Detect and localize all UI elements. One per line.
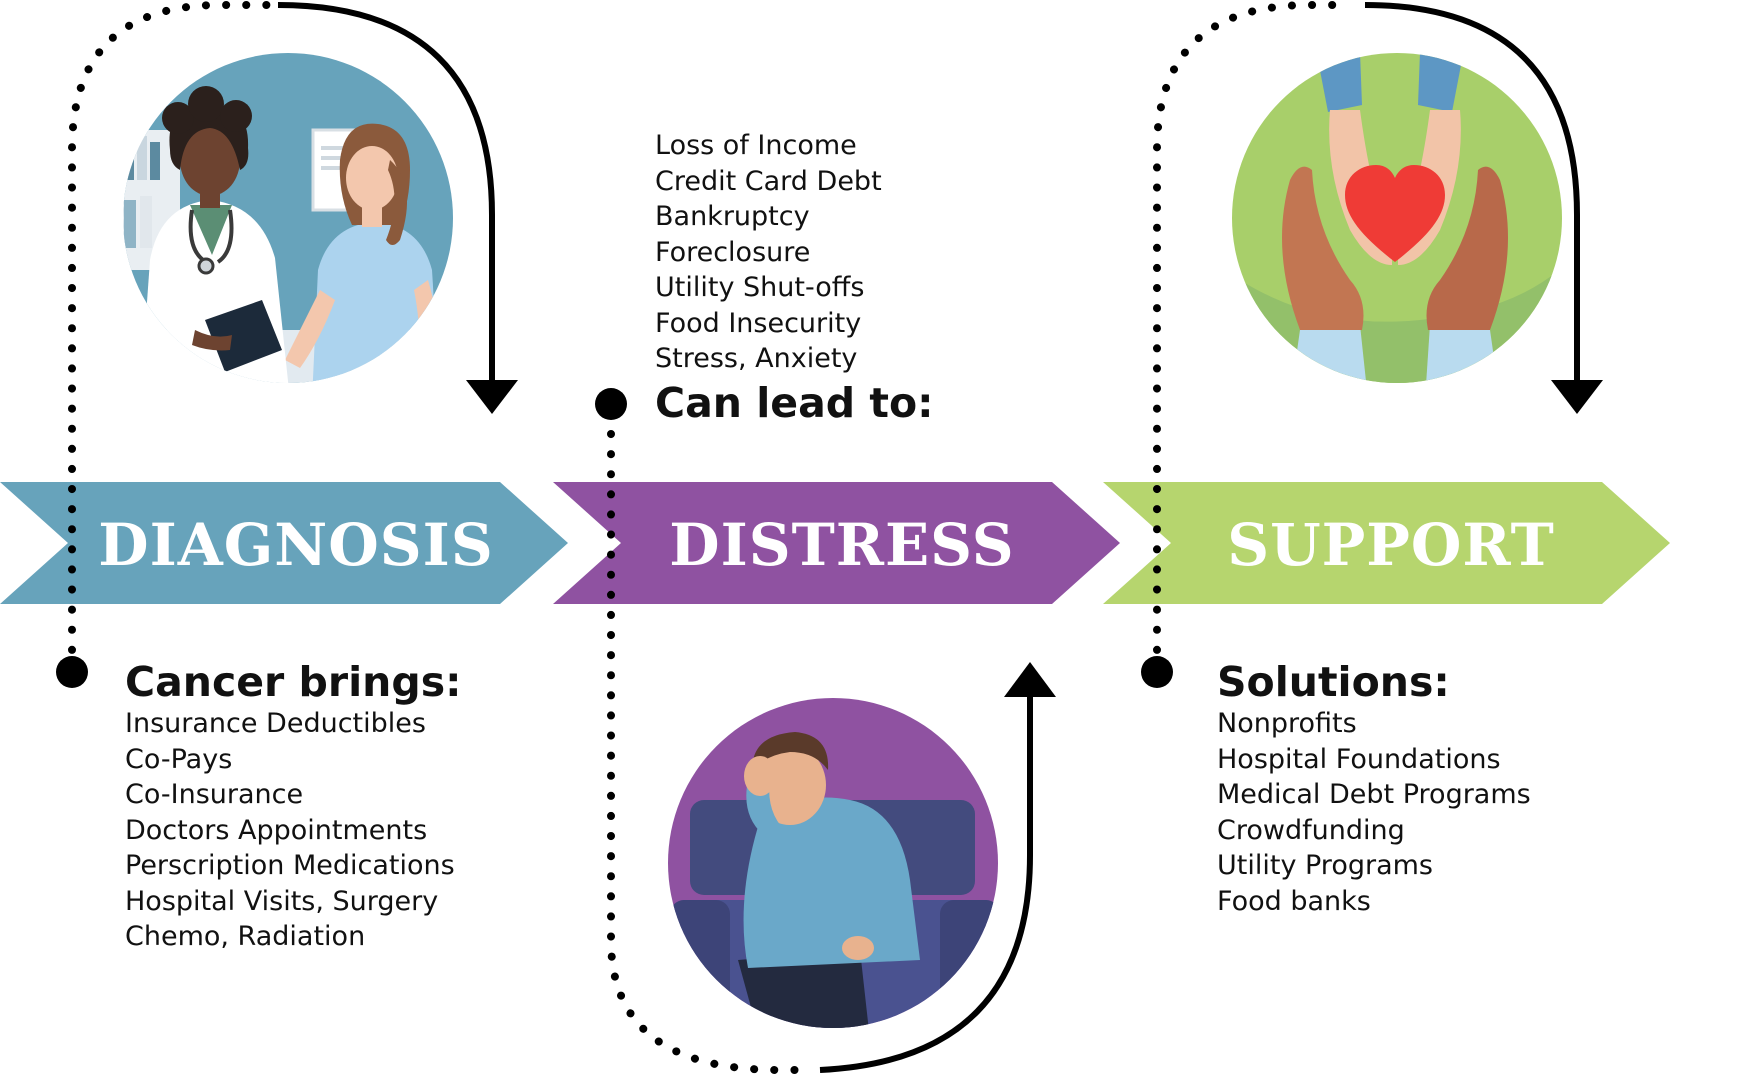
effects-heading: Can lead to: — [655, 378, 934, 427]
support-label: SUPPORT — [1227, 511, 1555, 579]
connector-diagnosis — [56, 1, 518, 688]
diagnosis-chevron — [0, 482, 568, 604]
cause-item: Insurance Deductibles — [125, 708, 426, 739]
connector-support — [1141, 1, 1603, 688]
effects-list: Loss of Income Credit Card Debt Bankrupt… — [655, 128, 934, 377]
effect-item: Bankruptcy — [655, 201, 810, 232]
solutions-block: Solutions: Nonprofits Hospital Foundatio… — [1217, 658, 1531, 919]
stage-banner-diagnosis: DIAGNOSIS — [0, 482, 568, 604]
distress-chevron — [553, 482, 1120, 604]
cause-item: Co-Insurance — [125, 779, 304, 810]
stage-banner-support: SUPPORT — [1103, 482, 1670, 604]
cause-item: Chemo, Radiation — [125, 921, 366, 952]
connector-start-dot-support — [1141, 656, 1173, 688]
effect-item: Loss of Income — [655, 130, 857, 161]
stage-banner-distress: DISTRESS — [553, 482, 1120, 604]
hands-heart-illustration — [1232, 53, 1562, 383]
effect-item: Credit Card Debt — [655, 165, 882, 197]
dotted-connector-diagnosis — [68, 1, 274, 674]
solution-item: Utility Programs — [1217, 850, 1433, 881]
solution-item: Hospital Foundations — [1217, 743, 1501, 775]
effect-item: Utility Shut-offs — [655, 272, 865, 303]
effect-item: Food Insecurity — [655, 307, 862, 339]
solution-item: Food banks — [1217, 885, 1371, 917]
solid-connector-diagnosis — [277, 2, 495, 385]
solution-item: Nonprofits — [1217, 708, 1357, 739]
effect-item: Stress, Anxiety — [655, 343, 858, 374]
arrow-up-icon — [1004, 662, 1056, 697]
solutions-heading: Solutions: — [1217, 658, 1450, 706]
cause-item: Hospital Visits, Surgery — [125, 885, 439, 917]
dotted-connector-distress — [607, 430, 804, 1074]
connector-start-dot-distress — [595, 388, 627, 420]
solution-item: Crowdfunding — [1217, 814, 1405, 846]
arrow-down-icon — [466, 380, 518, 414]
distressed-man-illustration — [668, 698, 998, 1028]
arrow-down-icon — [1551, 380, 1603, 414]
dotted-connector-support — [1153, 1, 1354, 674]
solid-connector-distress — [819, 695, 1033, 1073]
solution-item: Medical Debt Programs — [1217, 779, 1531, 810]
diagnosis-label: DIAGNOSIS — [98, 511, 493, 579]
heart-icon — [1345, 165, 1445, 262]
causes-block: Cancer brings: Insurance Deductibles Co-… — [125, 658, 462, 955]
doctor-patient-illustration — [123, 53, 453, 383]
support-chevron — [1103, 482, 1670, 604]
cause-item: Perscription Medications — [125, 850, 455, 881]
effect-item: Foreclosure — [655, 236, 811, 268]
distress-label: DISTRESS — [669, 511, 1014, 579]
connector-start-dot-diagnosis — [56, 656, 88, 688]
cause-item: Co-Pays — [125, 743, 233, 775]
solid-connector-support — [1364, 2, 1580, 385]
causes-list: Insurance Deductibles Co-Pays Co-Insuran… — [125, 706, 462, 955]
effects-block: Loss of Income Credit Card Debt Bankrupt… — [655, 128, 934, 427]
cause-item: Doctors Appointments — [125, 814, 428, 846]
causes-heading: Cancer brings: — [125, 658, 462, 706]
solutions-list: Nonprofits Hospital Foundations Medical … — [1217, 706, 1531, 919]
connector-distress — [595, 388, 1056, 1074]
